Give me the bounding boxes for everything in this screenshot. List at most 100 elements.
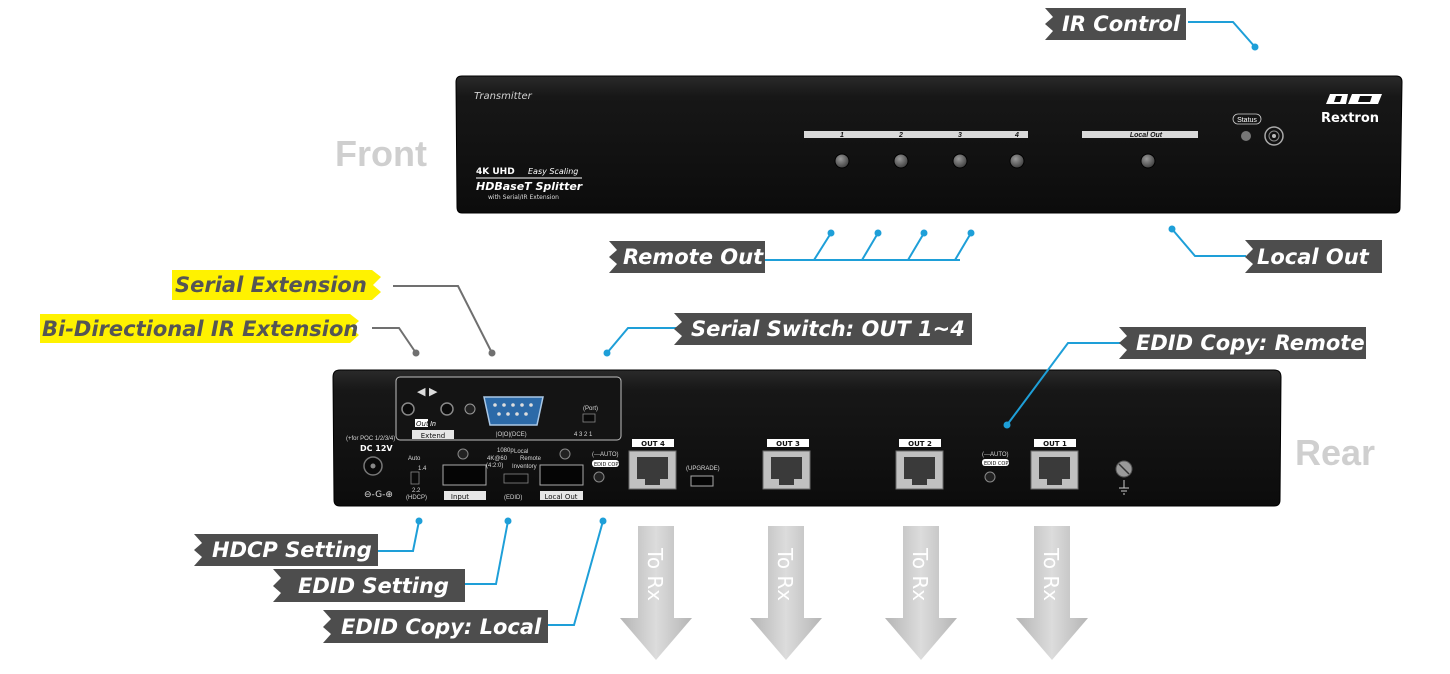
svg-text:To Rx: To Rx bbox=[1039, 547, 1063, 601]
dc-polarity-icon: ⊖-G-⊕ bbox=[364, 490, 393, 500]
svg-text:(EDID): (EDID) bbox=[504, 495, 522, 501]
front-button-3[interactable] bbox=[952, 153, 968, 169]
hdcp-switch[interactable] bbox=[410, 471, 420, 485]
svg-text:Remote: Remote bbox=[520, 456, 542, 462]
svg-text:To Rx: To Rx bbox=[908, 547, 932, 601]
model-text: Transmitter bbox=[474, 91, 533, 102]
svg-text:(Port): (Port) bbox=[583, 406, 598, 412]
input-label: Input bbox=[451, 493, 469, 501]
callout-local-out: Local Out bbox=[1245, 240, 1382, 273]
callout-remote-out: Remote Out bbox=[609, 241, 765, 273]
svg-text:In: In bbox=[430, 421, 436, 428]
svg-text:IR Control: IR Control bbox=[1062, 12, 1181, 36]
front-button-1[interactable] bbox=[834, 153, 850, 169]
callout-hdcp-setting: HDCP Setting bbox=[194, 534, 378, 566]
front-button-local[interactable] bbox=[1140, 153, 1156, 169]
callout-edid-copy-local: EDID Copy: Local bbox=[323, 610, 548, 643]
callout-serial-switch: Serial Switch: OUT 1~4 bbox=[674, 313, 972, 345]
rj45-out2: OUT 2 bbox=[895, 439, 944, 490]
front-port-label: 2 bbox=[898, 132, 903, 139]
status-led bbox=[1241, 131, 1251, 141]
svg-text:(---AUTO): (---AUTO) bbox=[982, 452, 1009, 458]
edid-copy-remote-button[interactable] bbox=[984, 471, 996, 483]
edid-copy-local-button[interactable] bbox=[593, 471, 605, 483]
svg-text:(---AUTO): (---AUTO) bbox=[592, 452, 619, 458]
front-port-label: 3 bbox=[958, 132, 962, 139]
svg-text:OUT 2: OUT 2 bbox=[908, 440, 932, 448]
dc-label: DC 12V bbox=[360, 444, 393, 453]
edid-switch[interactable] bbox=[503, 473, 529, 484]
svg-text:(UPGRADE): (UPGRADE) bbox=[686, 466, 720, 472]
front-port-label: 1 bbox=[840, 132, 844, 139]
svg-text:HDCP Setting: HDCP Setting bbox=[212, 538, 372, 562]
hdmi-input-port bbox=[442, 464, 487, 486]
svg-text:EDID COPY: EDID COPY bbox=[594, 462, 622, 468]
svg-text:4K UHD: 4K UHD bbox=[476, 167, 515, 177]
callout-bi-directional-ir: Bi-Directional IR Extension bbox=[40, 314, 359, 343]
svg-text:To Rx: To Rx bbox=[643, 547, 667, 601]
callout-serial-extension: Serial Extension bbox=[172, 270, 381, 300]
to-rx-arrow-2: To Rx bbox=[750, 526, 822, 660]
svg-text:with Serial/IR Extension: with Serial/IR Extension bbox=[488, 194, 559, 201]
svg-text:EDID Setting: EDID Setting bbox=[298, 574, 449, 598]
to-rx-arrow-3: To Rx bbox=[885, 526, 957, 660]
front-port-bar: 1 2 3 4 Local Out bbox=[804, 131, 1198, 139]
leader-lines bbox=[372, 21, 1259, 626]
status-label: Status bbox=[1237, 117, 1257, 124]
svg-text:OUT 3: OUT 3 bbox=[776, 440, 800, 448]
hdmi-local-out-port bbox=[539, 464, 584, 486]
svg-text:Easy Scaling: Easy Scaling bbox=[528, 167, 578, 176]
brand-name: Rextron bbox=[1321, 111, 1379, 126]
front-button-4[interactable] bbox=[1009, 153, 1025, 169]
rj45-out3: OUT 3 bbox=[762, 439, 811, 490]
callout-edid-setting: EDID Setting bbox=[273, 569, 465, 602]
front-panel: Transmitter 4K UHD Easy Scaling HDBaseT … bbox=[455, 75, 1403, 214]
svg-text:Remote Out: Remote Out bbox=[623, 245, 764, 269]
svg-text:|O|O|(DCE): |O|O|(DCE) bbox=[496, 432, 527, 438]
svg-text:2.2: 2.2 bbox=[412, 488, 421, 494]
svg-text:(4:2:0): (4:2:0) bbox=[486, 463, 503, 469]
rextron-logo-icon bbox=[1326, 94, 1382, 104]
svg-text:Serial Extension: Serial Extension bbox=[175, 273, 367, 297]
svg-text:EDID Copy: Local: EDID Copy: Local bbox=[341, 615, 542, 639]
svg-text:EDID Copy: Remote: EDID Copy: Remote bbox=[1136, 331, 1365, 355]
ir-sensor-icon bbox=[1264, 126, 1284, 146]
svg-text:HDBaseT Splitter: HDBaseT Splitter bbox=[476, 180, 583, 193]
ir-in-jack bbox=[440, 402, 454, 416]
svg-text:Out: Out bbox=[416, 420, 429, 428]
rj45-out1: OUT 1 bbox=[1030, 439, 1079, 490]
to-rx-arrow-4: To Rx bbox=[1016, 526, 1088, 660]
ground-screw-icon bbox=[1115, 460, 1133, 495]
local-out-port-label: Local Out bbox=[544, 493, 577, 501]
front-button-2[interactable] bbox=[893, 153, 909, 169]
rj45-out4: OUT 4 bbox=[628, 439, 677, 490]
svg-text:OUT 1: OUT 1 bbox=[1043, 440, 1067, 448]
svg-text:1.4: 1.4 bbox=[418, 466, 427, 472]
svg-text:Local Out: Local Out bbox=[1257, 245, 1370, 269]
front-side-label: Front bbox=[335, 133, 427, 174]
svg-text:Inventory: Inventory bbox=[512, 464, 537, 470]
svg-text:4 3 2 1: 4 3 2 1 bbox=[574, 432, 593, 438]
to-rx-arrow-1: To Rx bbox=[620, 526, 692, 660]
callout-ir-control: IR Control bbox=[1045, 8, 1186, 40]
svg-text:Local: Local bbox=[514, 449, 528, 455]
ir-out-jack bbox=[401, 402, 415, 416]
svg-text:4K@60: 4K@60 bbox=[487, 456, 508, 462]
rs232-port bbox=[483, 396, 544, 426]
svg-text:(HDCP): (HDCP) bbox=[406, 495, 427, 501]
extension-module: ◀ ▶ Out In Extend |O|O|(DCE) (Port) 4 3 … bbox=[395, 376, 622, 441]
callout-edid-copy-remote: EDID Copy: Remote bbox=[1119, 327, 1366, 359]
serial-port-switch[interactable] bbox=[582, 413, 596, 423]
front-local-out-label: Local Out bbox=[1130, 132, 1163, 139]
front-port-label: 4 bbox=[1014, 132, 1019, 139]
product-logo: 4K UHD Easy Scaling HDBaseT Splitter wit… bbox=[476, 167, 583, 201]
rear-panel: (+for POC 1/2/3/4) DC 12V ⊖-G-⊕ Auto 1.4… bbox=[332, 369, 1282, 507]
usb-upgrade-port bbox=[690, 475, 714, 487]
svg-text:1080p: 1080p bbox=[497, 448, 514, 454]
extend-label: Extend bbox=[421, 432, 446, 440]
ir-tx-rx-icon: ◀ ▶ bbox=[417, 385, 438, 398]
svg-text:EDID COPY: EDID COPY bbox=[984, 461, 1012, 467]
svg-text:Bi-Directional IR Extension: Bi-Directional IR Extension bbox=[42, 317, 358, 341]
svg-text:To Rx: To Rx bbox=[773, 547, 797, 601]
